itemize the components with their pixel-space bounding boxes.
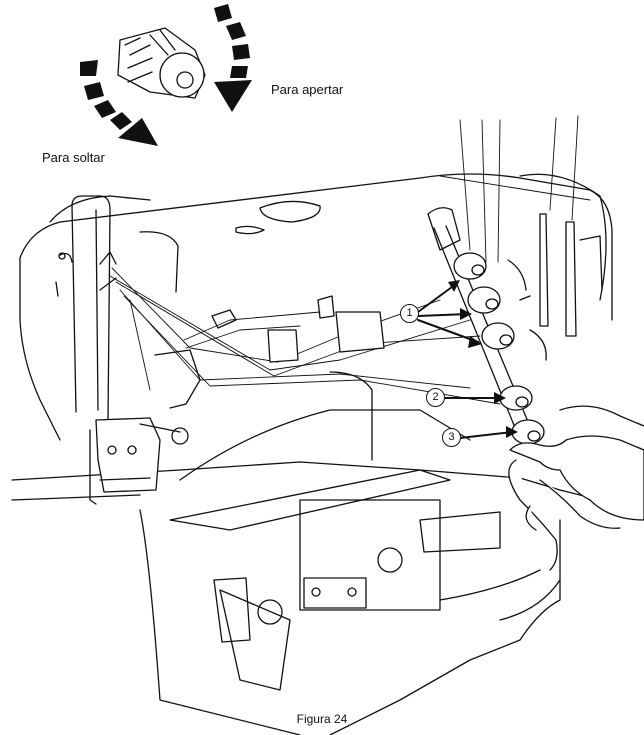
figure-caption: Figura 24 xyxy=(296,712,348,726)
callout-arrows xyxy=(417,283,513,439)
callout-3: 3 xyxy=(442,428,461,447)
center-thread-guide xyxy=(211,295,385,363)
tighten-arrow xyxy=(214,4,252,112)
loosen-arrow xyxy=(80,60,158,146)
thread-guide-post xyxy=(55,195,201,505)
tension-assembly xyxy=(427,173,607,445)
loosen-label: Para soltar xyxy=(42,150,105,165)
tighten-label: Para apertar xyxy=(271,82,344,97)
callout-2: 2 xyxy=(426,388,445,407)
machine-body xyxy=(11,173,613,735)
thread-paths xyxy=(109,115,591,405)
callout-1: 1 xyxy=(400,304,419,323)
hand xyxy=(508,405,644,571)
tension-knob-detail xyxy=(117,27,206,99)
